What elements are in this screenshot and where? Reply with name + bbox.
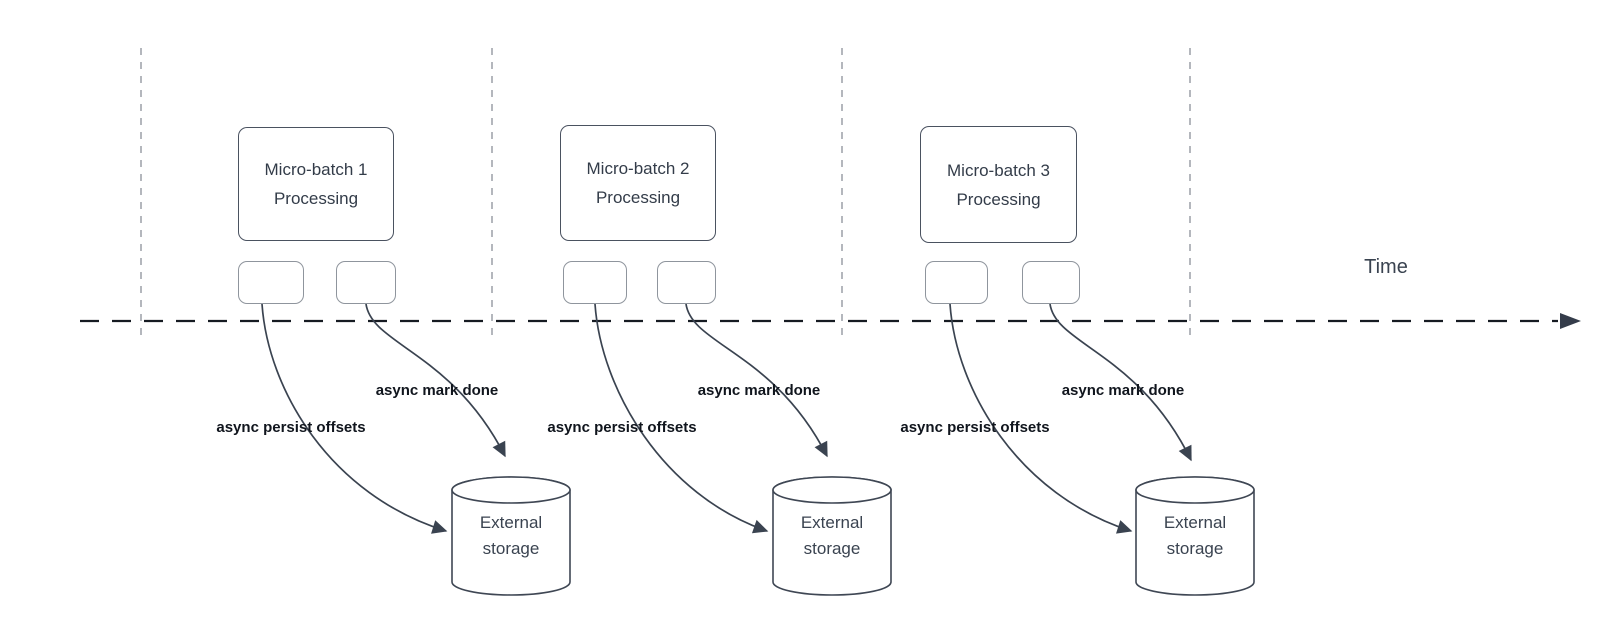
storage-label-1-line2: storage: [482, 539, 540, 558]
microbatch-3-processing-box: Micro-batch 3 Processing: [920, 126, 1077, 243]
task-rect-3b: [1022, 261, 1080, 304]
microbatch-2-processing-box: Micro-batch 2 Processing: [560, 125, 716, 241]
microbatch-2-title-line2: Processing: [595, 188, 681, 207]
persist-offsets-label-1: async persist offsets: [216, 419, 366, 436]
microbatch-1-title-line1: Micro-batch 1: [264, 160, 368, 179]
storage-label-1-line1: External: [479, 513, 543, 532]
mark-done-arrow-2: [685, 303, 828, 458]
storage-label-3-line2: storage: [1166, 539, 1224, 558]
mark-done-arrow-1: [365, 303, 506, 458]
task-rect-1b: [336, 261, 396, 304]
interval-guides: [140, 48, 1191, 338]
persist-offsets-label-2: async persist offsets: [547, 419, 697, 436]
storage-cylinder-3-top: [1135, 476, 1255, 504]
persist-offsets-arrow-1: [261, 303, 448, 534]
storage-label-3-line1: External: [1163, 513, 1227, 532]
storage-label-2: External storage: [773, 506, 891, 566]
async-arrows: [261, 303, 1192, 534]
storage-label-2-line2: storage: [803, 539, 861, 558]
task-rect-3a: [925, 261, 988, 304]
task-rect-1a: [238, 261, 304, 304]
task-rect-2a: [563, 261, 627, 304]
storage-cylinder-2-top: [772, 476, 892, 504]
storage-label-2-line1: External: [800, 513, 864, 532]
time-axis-label: Time: [1364, 256, 1408, 278]
mark-done-arrow-3: [1049, 303, 1192, 462]
microbatch-1-processing-box: Micro-batch 1 Processing: [238, 127, 394, 241]
storage-cylinders: [451, 476, 1255, 596]
storage-label-3: External storage: [1136, 506, 1254, 566]
microbatch-3-title-line1: Micro-batch 3: [947, 160, 1050, 180]
microbatch-3-title-line2: Processing: [956, 189, 1041, 209]
storage-label-1: External storage: [452, 506, 570, 566]
microbatch-1-title-line2: Processing: [273, 189, 359, 208]
persist-offsets-arrow-2: [594, 303, 769, 534]
task-rect-2b: [657, 261, 716, 304]
time-axis-arrowhead-icon: [1560, 313, 1581, 329]
mark-done-label-2: async mark done: [697, 382, 821, 399]
mark-done-label-1: async mark done: [375, 382, 499, 399]
storage-cylinder-1-top: [451, 476, 571, 504]
microbatch-2-title-line1: Micro-batch 2: [586, 159, 690, 178]
persist-offsets-arrow-3: [949, 303, 1133, 534]
persist-offsets-label-3: async persist offsets: [900, 419, 1050, 436]
mark-done-label-3: async mark done: [1061, 382, 1185, 399]
